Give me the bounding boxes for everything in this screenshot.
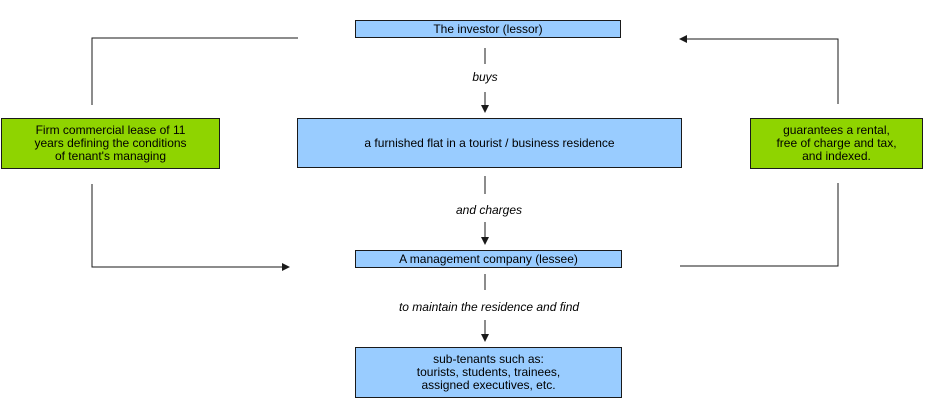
guarantee-line-1: guarantees a rental, <box>783 123 890 137</box>
lease-loop-upper <box>91 37 298 105</box>
lease-line-2: years defining the conditions <box>34 136 187 150</box>
guarantee-box: guarantees a rental, free of charge and … <box>750 118 923 169</box>
edge-label-charges: and charges <box>455 203 523 217</box>
guarantee-line-2: free of charge and tax, <box>776 136 897 150</box>
edge-label-maintain: to maintain the residence and find <box>398 300 580 314</box>
lease-loop-lower <box>91 184 290 271</box>
subtenants-line-2: tourists, students, trainees, <box>416 365 561 379</box>
lease-line-3: of tenant's managing <box>54 149 167 163</box>
investor-label: The investor (lessor) <box>433 21 543 36</box>
subtenants-box: sub-tenants such as: tourists, students,… <box>355 347 622 398</box>
guarantee-line-3: and indexed. <box>802 149 871 163</box>
flat-box: a furnished flat in a tourist / business… <box>297 118 682 168</box>
investor-box: The investor (lessor) <box>355 20 621 38</box>
subtenants-line-1: sub-tenants such as: <box>433 352 544 366</box>
edge-label-buys: buys <box>472 70 498 84</box>
management-label: A management company (lessee) <box>399 251 578 266</box>
lease-line-1: Firm commercial lease of 11 <box>35 123 186 137</box>
management-box: A management company (lessee) <box>355 250 622 268</box>
subtenants-line-3: assigned executives, etc. <box>421 378 556 392</box>
guarantee-loop-lower <box>680 183 839 267</box>
flat-label: a furnished flat in a tourist / business… <box>364 135 615 150</box>
guarantee-loop-upper <box>679 35 839 104</box>
lease-box: Firm commercial lease of 11 years defini… <box>1 118 220 169</box>
